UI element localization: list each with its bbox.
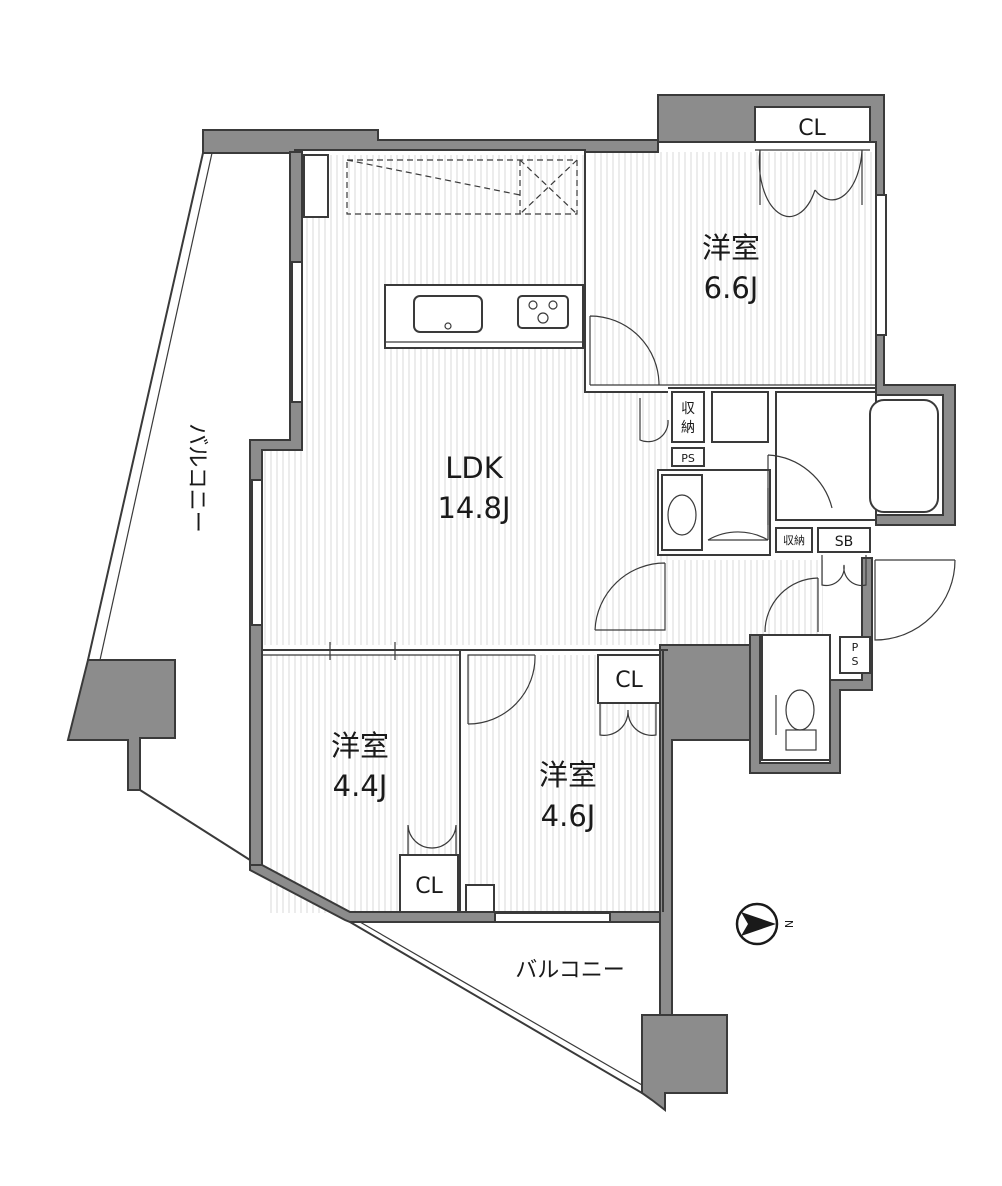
window-south (494, 912, 611, 923)
balcony-west-rail (99, 152, 213, 661)
door-vanity (707, 488, 769, 541)
compass-north-label: N (782, 920, 795, 928)
window-ldk-upper (291, 261, 303, 403)
sb-box (817, 527, 871, 553)
bathroom (775, 391, 877, 521)
cl-bottom-label: CL (415, 874, 443, 899)
window-ldk-lower (251, 479, 263, 626)
ps-lower-label-1: P (852, 641, 859, 654)
floor-western-1 (590, 152, 876, 385)
western-2-size: 4.4J (333, 769, 388, 803)
room-labels: 洋室 6.6J LDK 14.8J 洋室 4.4J 洋室 4.6J CL CL … (184, 116, 859, 983)
balcony-south-outline (349, 921, 643, 1094)
compass: N (735, 902, 795, 946)
wall-western-1-left (584, 152, 668, 393)
wall-right-lower (659, 644, 761, 1016)
storage-small-box (775, 527, 813, 553)
door-storage-upper (639, 398, 669, 443)
door-cl-top-right (814, 149, 863, 205)
storage-upper-label-2: 納 (681, 420, 695, 436)
ps-box-bedroom (465, 884, 495, 913)
door-western-3 (467, 654, 536, 725)
balcony-south-label: バルコニー (515, 958, 625, 983)
sb-label: SB (835, 534, 854, 550)
ps-lower-box (839, 636, 871, 674)
balcony-west-label: バルコニー (184, 423, 209, 533)
balcony-west-outline (87, 152, 204, 661)
door-ldk-hall (594, 562, 666, 631)
door-cl-bottom (407, 824, 457, 855)
hood-cross-1 (519, 159, 578, 215)
pillar-west (66, 659, 176, 791)
western-1-size: 6.6J (704, 271, 759, 305)
window-western-1 (875, 194, 887, 336)
western-2-name: 洋室 (331, 729, 389, 763)
washer-space (711, 391, 769, 443)
fridge-niche (303, 154, 329, 218)
balcony-west-bottom (139, 789, 251, 861)
kitchen-sink (413, 295, 483, 333)
storage-upper-label-1: 収 (681, 401, 695, 417)
upper-cabinet (346, 159, 578, 215)
balcony-south-rail (359, 921, 643, 1086)
hood-cross-2 (519, 159, 578, 215)
ps-upper-box (671, 447, 705, 467)
door-cl-top-left (758, 149, 816, 218)
door-western-1 (589, 315, 660, 386)
door-entrance (874, 559, 956, 641)
ps-upper-label: PS (681, 452, 695, 465)
door-wc (764, 577, 819, 633)
floor-ldk (262, 155, 668, 645)
door-sb (821, 555, 867, 587)
door-cl-mid (599, 703, 657, 736)
ps-lower-label-2: S (852, 655, 859, 668)
cl-bottom-box (399, 854, 459, 913)
wall-wc (749, 557, 873, 774)
wall-top-left (202, 129, 659, 154)
partitions (251, 141, 956, 923)
ldk-size: 14.8J (437, 491, 510, 525)
cl-mid-label: CL (615, 668, 643, 693)
floor-areas (262, 152, 876, 913)
western-3-size: 4.6J (541, 799, 596, 833)
cl-mid-box (597, 654, 661, 704)
pillar-south (641, 1014, 728, 1113)
balcony-outlines (87, 152, 661, 1094)
vanity-basin (667, 494, 697, 536)
burner-1 (528, 300, 538, 310)
burner-2 (548, 300, 558, 310)
storage-small-label: 収納 (783, 534, 805, 547)
floor-hall (668, 560, 823, 645)
ldk-name: LDK (445, 451, 503, 485)
western-1-name: 洋室 (702, 231, 760, 265)
bathtub (869, 399, 939, 513)
toilet-tank (785, 729, 817, 751)
compass-arrow-icon (741, 912, 776, 936)
sink-drain (444, 322, 452, 330)
storage-upper-box (671, 391, 705, 443)
cooktop (517, 295, 569, 329)
wc-room (761, 634, 831, 761)
burner-3 (537, 312, 549, 324)
western-3-name: 洋室 (539, 758, 597, 792)
cl-top-label: CL (798, 116, 826, 141)
pillars (66, 659, 728, 1113)
